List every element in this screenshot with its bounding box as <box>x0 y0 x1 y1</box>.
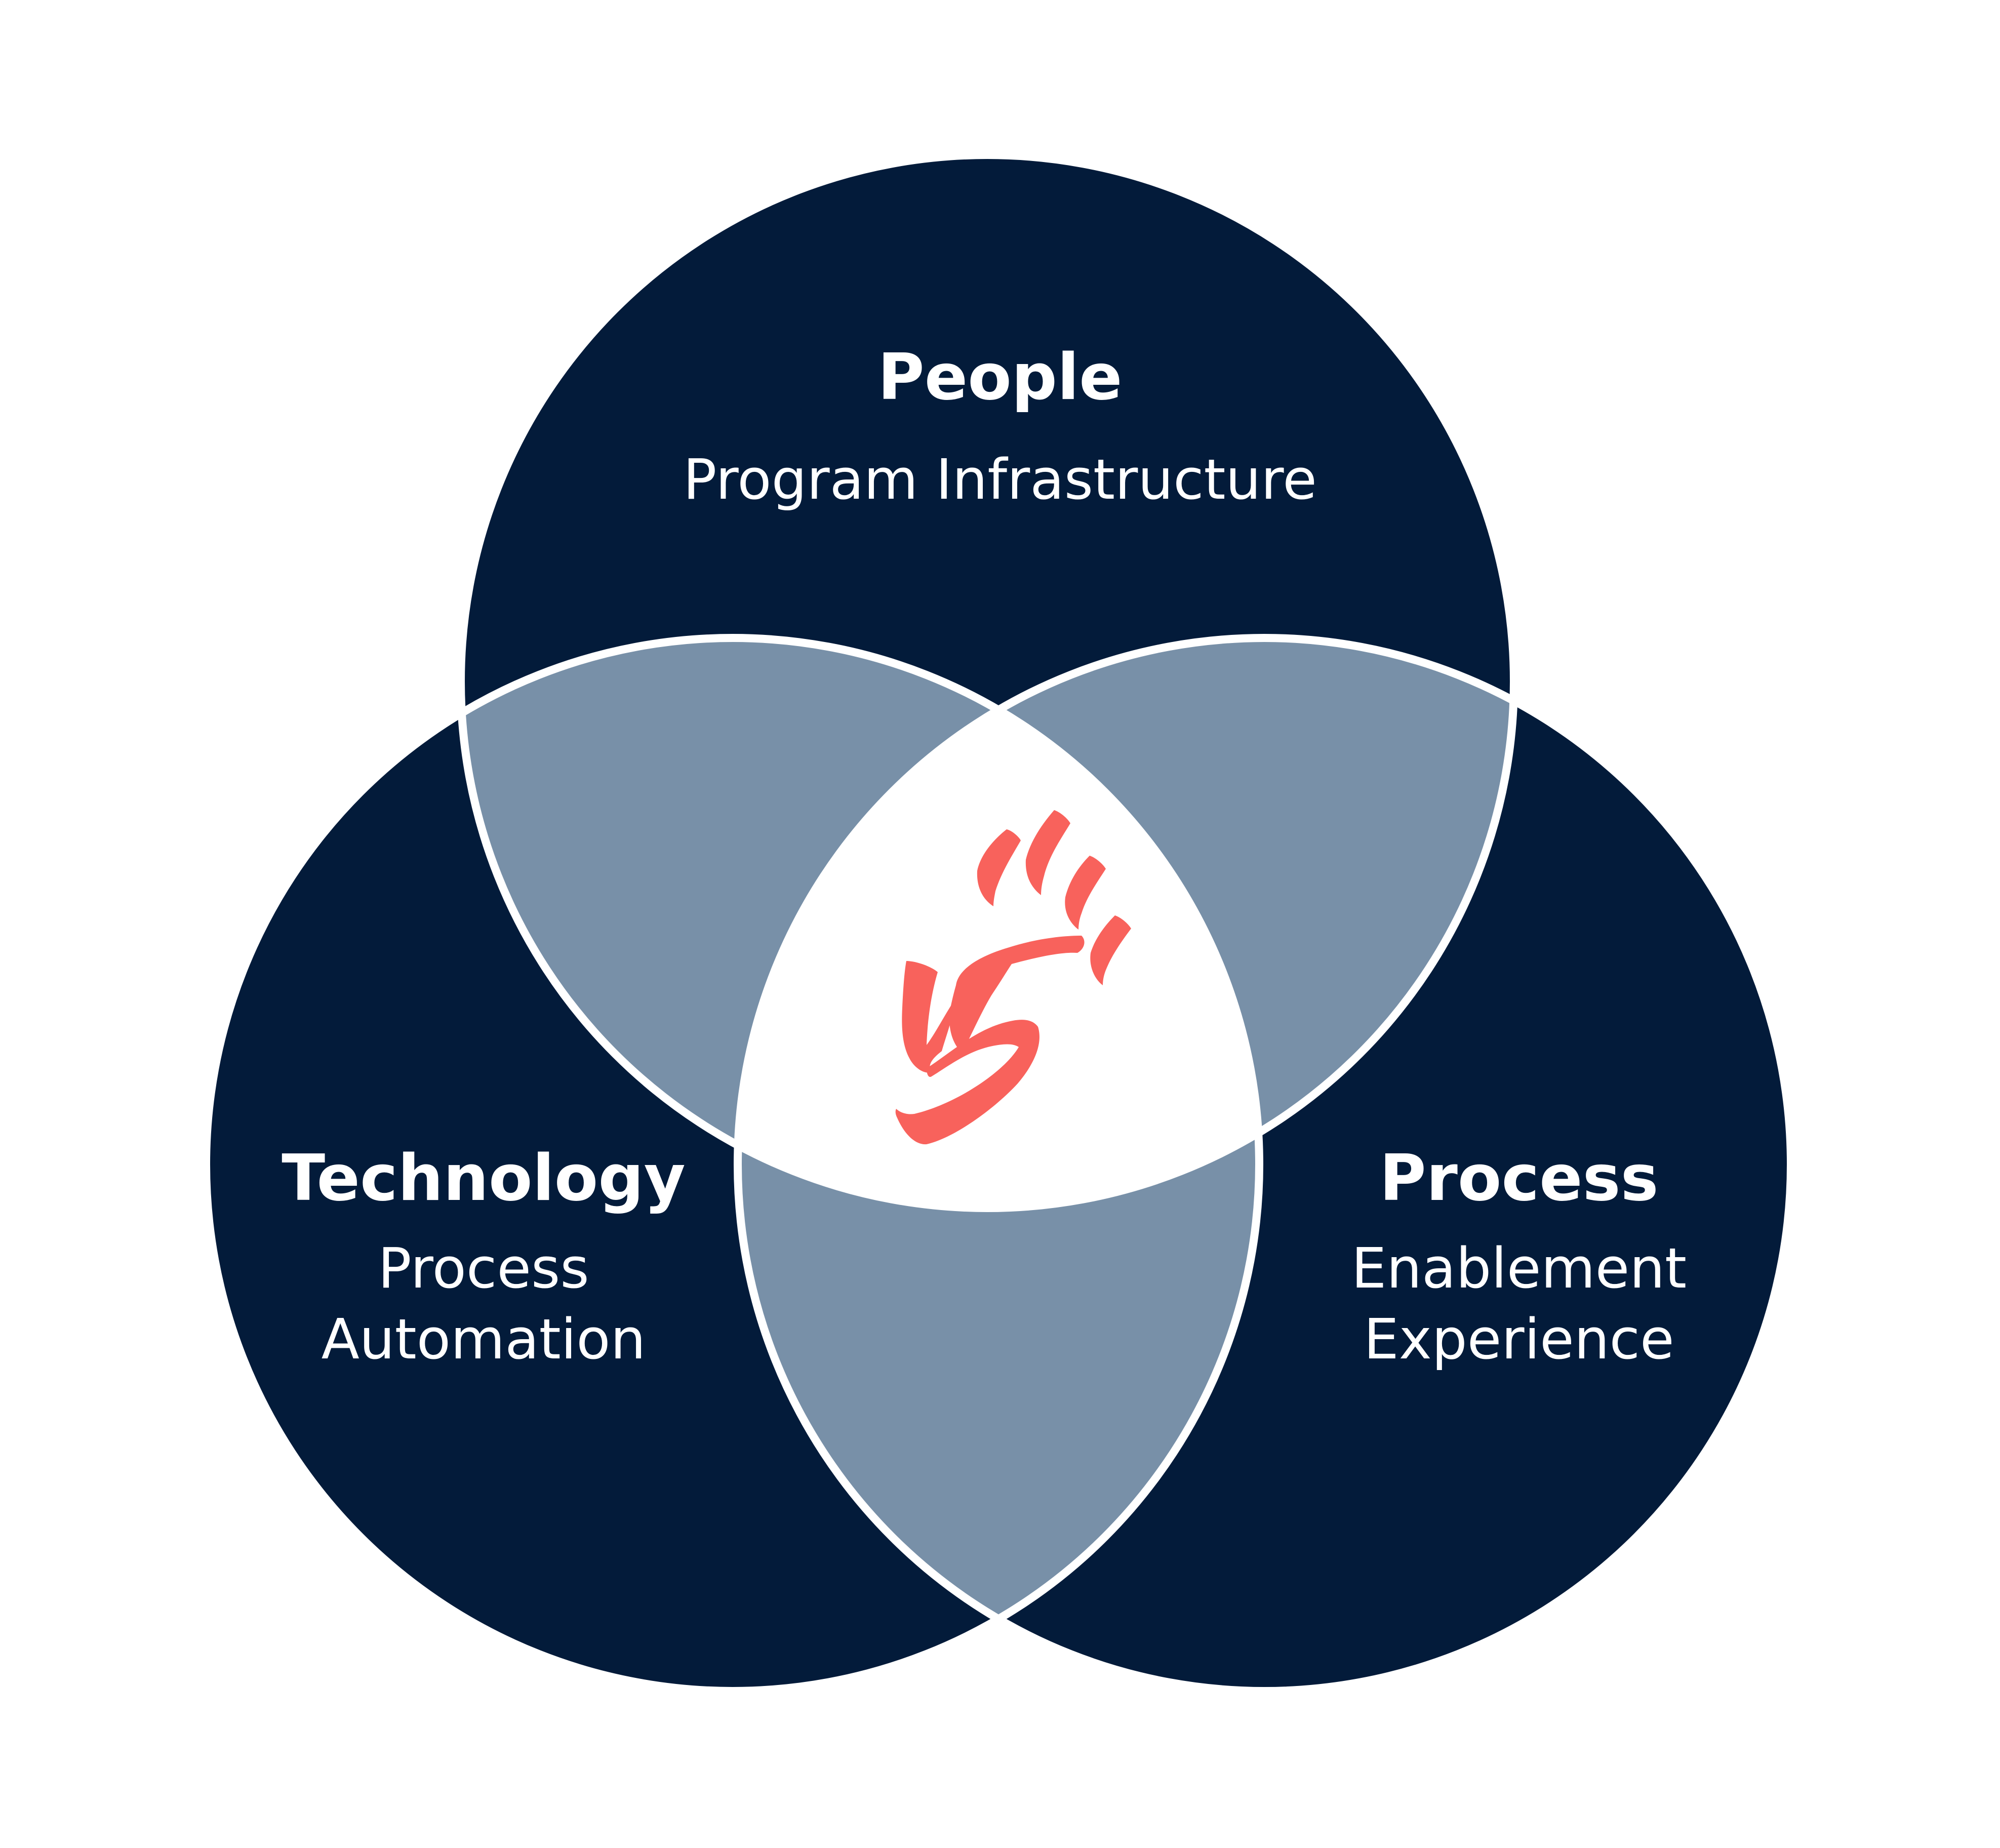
people-subtitle-line-1: Program Infrastructure <box>683 447 1317 512</box>
people-title: People <box>877 340 1122 414</box>
center-overlap <box>738 638 1259 1208</box>
raised-hand-logo-icon <box>895 810 1131 1145</box>
process-title: Process <box>1379 1141 1658 1215</box>
process-outline <box>734 634 1795 1695</box>
process-subtitle-line-1: Enablement <box>1351 1236 1687 1301</box>
technology-subtitle-line-1: Process <box>378 1236 589 1301</box>
people-outline <box>457 151 1518 1212</box>
technology-title: Technology <box>282 1141 685 1215</box>
technology-subtitle-line-2: Automation <box>322 1307 646 1372</box>
process-subtitle-line-2: Experience <box>1364 1307 1674 1372</box>
technology-outline <box>202 634 1263 1695</box>
